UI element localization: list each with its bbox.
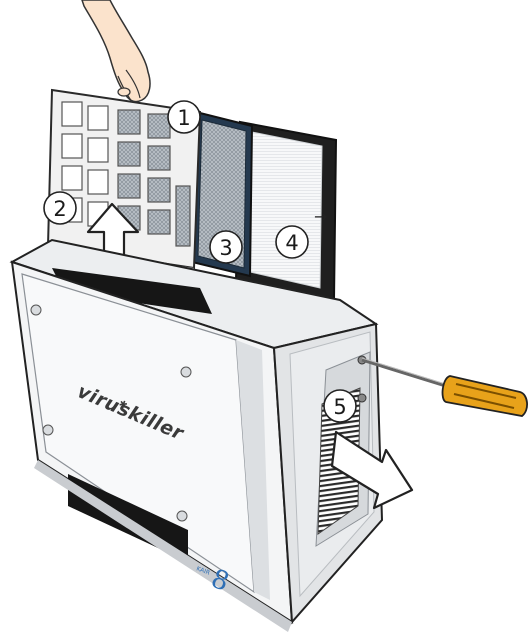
callout-2: 2 <box>44 192 76 224</box>
callout-1: 1 <box>168 101 200 133</box>
svg-text:2: 2 <box>53 197 66 221</box>
svg-text:5: 5 <box>333 395 346 419</box>
svg-text:1: 1 <box>177 106 190 130</box>
screwdriver-icon <box>362 358 527 416</box>
callout-5: 5 <box>324 390 356 422</box>
hand-icon <box>82 0 150 102</box>
callout-4: 4 <box>276 226 308 258</box>
callout-3: 3 <box>210 231 242 263</box>
svg-text:3: 3 <box>219 236 232 260</box>
svg-text:4: 4 <box>285 231 298 255</box>
air-purifier-unit <box>12 240 382 632</box>
filter-direction-arrow-icon: → <box>314 207 327 226</box>
